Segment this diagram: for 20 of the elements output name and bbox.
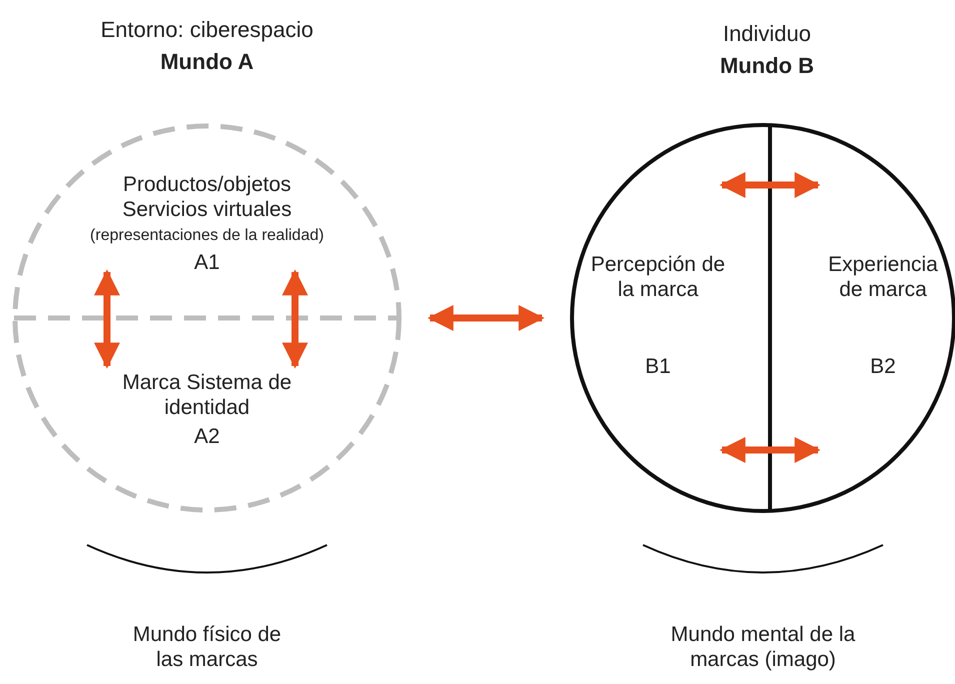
double-arrow xyxy=(719,437,821,463)
double-arrow xyxy=(94,269,120,369)
circle-heading: Entorno: ciberespacio xyxy=(100,17,314,44)
double-arrow xyxy=(427,305,545,331)
section-text: Marca Sistema de identidad xyxy=(121,370,293,420)
section-code: B2 xyxy=(869,354,897,380)
double-arrow xyxy=(282,269,308,369)
section-code: A2 xyxy=(193,424,221,450)
double-arrow xyxy=(719,172,821,198)
section-code: B1 xyxy=(644,354,672,380)
section-text: Productos/objetos Servicios virtuales xyxy=(121,172,293,222)
caption-text: Mundo físico de las marcas xyxy=(132,622,282,672)
world-title: Mundo B xyxy=(718,53,816,80)
section-code: A1 xyxy=(193,250,221,276)
section-text: Experiencia de marca xyxy=(827,252,939,302)
caption-text: Mundo mental de la marcas (imago) xyxy=(670,622,856,672)
circle-heading: Individuo xyxy=(722,21,812,48)
world-title: Mundo A xyxy=(159,49,255,76)
section-text: Percepción de la marca xyxy=(590,252,726,302)
note-text: (representaciones de la realidad) xyxy=(89,226,325,246)
